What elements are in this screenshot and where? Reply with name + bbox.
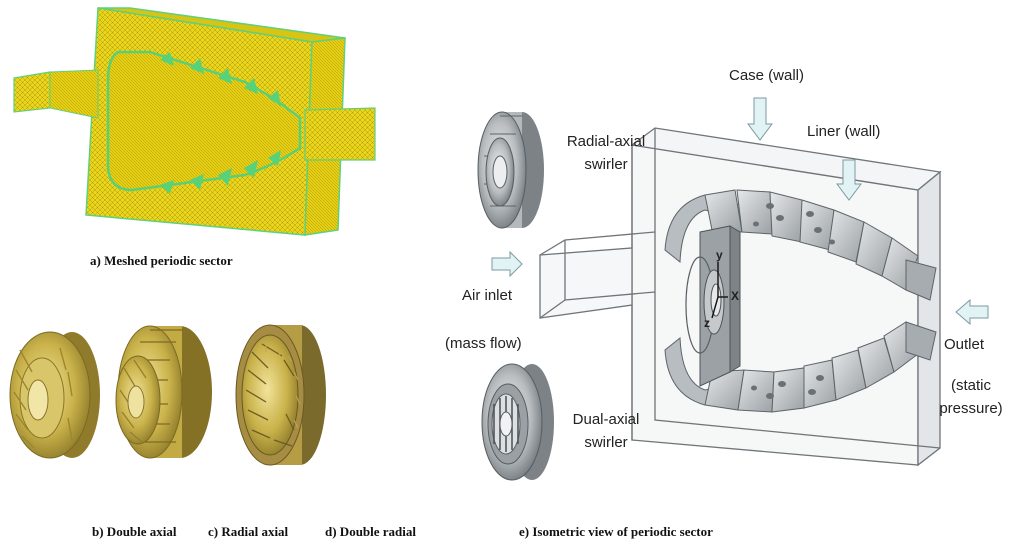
- caption-d: d) Double radial: [325, 524, 417, 539]
- label-dual-axial-line2: swirler: [584, 434, 628, 451]
- caption-c: c) Radial axial: [208, 524, 289, 539]
- label-static-line1: (static: [950, 377, 991, 394]
- caption-a: a) Meshed periodic sector: [90, 253, 233, 268]
- axis-z-label: z: [704, 316, 710, 330]
- outlet-arrow: [955, 298, 989, 326]
- label-air-inlet: Air inlet: [462, 287, 513, 304]
- meshed-periodic-sector: [13, 7, 376, 236]
- caption-e: e) Isometric view of periodic sector: [519, 524, 713, 539]
- caption-b: b) Double axial: [92, 524, 177, 539]
- liner-lower: [664, 321, 937, 413]
- liner-arrow: [836, 159, 862, 201]
- label-radial-axial-swirler: Radial-axial swirler: [556, 133, 656, 174]
- label-static-pressure: (static pressure): [934, 377, 1008, 418]
- double-axial-swirler: [9, 331, 100, 459]
- axis-y-label: y: [716, 248, 723, 262]
- label-liner-wall: Liner (wall): [807, 123, 881, 140]
- liner-upper: [664, 189, 937, 301]
- label-dual-axial-swirler: Dual-axial swirler: [556, 411, 656, 452]
- radial-axial-swirler: [115, 325, 212, 459]
- isometric-view: [477, 97, 989, 481]
- case-arrow: [747, 97, 773, 141]
- label-outlet: Outlet: [944, 336, 985, 353]
- dome-plate: [685, 225, 741, 387]
- radial-axial-swirler-grey: [477, 111, 544, 229]
- label-dual-axial-line1: Dual-axial: [572, 411, 640, 428]
- label-case-wall: Case (wall): [729, 67, 805, 84]
- double-radial-swirler: [235, 324, 326, 466]
- dual-axial-swirler-grey: [481, 363, 554, 481]
- label-mass-flow: (mass flow): [445, 335, 522, 352]
- label-radial-axial-line2: swirler: [584, 156, 628, 173]
- axis-x-label: X: [731, 289, 740, 303]
- label-static-line2: pressure): [939, 400, 1003, 417]
- label-radial-axial-line1: Radial-axial: [566, 133, 646, 150]
- air-inlet-arrow: [491, 250, 523, 278]
